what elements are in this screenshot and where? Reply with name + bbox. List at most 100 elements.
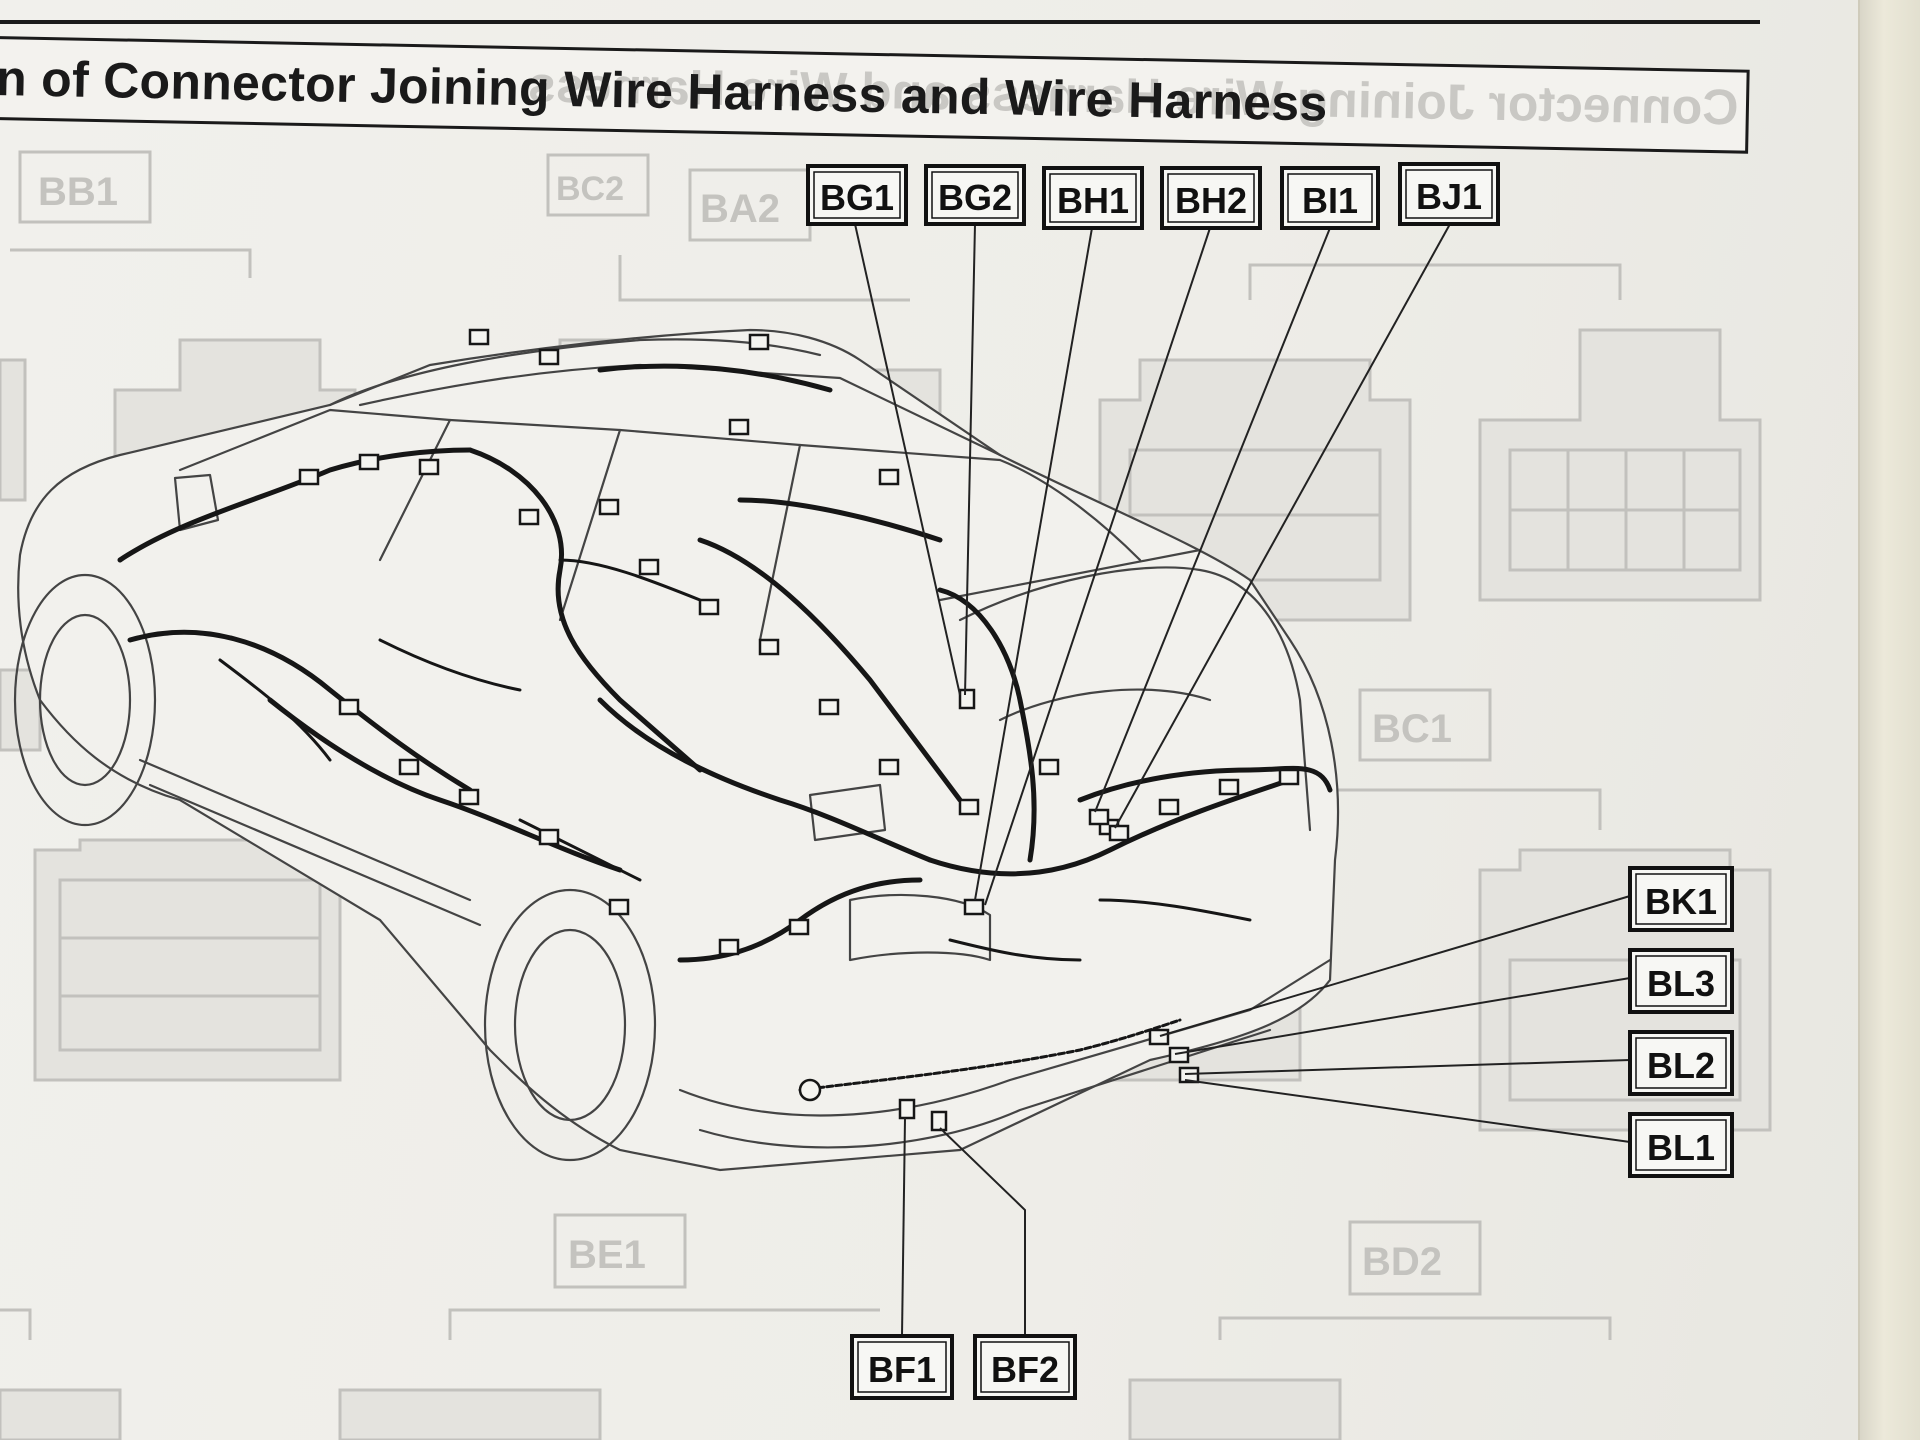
harness-connector (963, 898, 985, 916)
harness-connector (608, 898, 630, 916)
harness-connector (818, 698, 840, 716)
label-text-bk1: BK1 (1645, 881, 1717, 922)
harness-connector (1108, 824, 1130, 842)
harness-connector (418, 458, 440, 476)
ghost-box-bd2 (1348, 1220, 1482, 1296)
ghost-connector (338, 1388, 602, 1440)
rear-wheel-inner (513, 928, 627, 1122)
leader-lines (854, 223, 1631, 1337)
ghost-bracket (1248, 263, 1622, 300)
ghost-bracket (448, 1308, 880, 1340)
ghost-bracket (0, 1308, 32, 1340)
harness-connector (878, 468, 900, 486)
harness-connector (898, 1098, 916, 1120)
harness-connector (598, 498, 620, 516)
ghost-box-be1 (553, 1213, 687, 1289)
leader-bh1 (974, 227, 1093, 901)
label-bj1: BJ1 (1398, 162, 1500, 226)
label-bg2: BG2 (924, 164, 1026, 226)
leader-bg2 (964, 223, 976, 696)
harness-connector (930, 1110, 948, 1132)
harness-connector (338, 698, 360, 716)
rear-bumper-line (678, 958, 1332, 1117)
label-bh2: BH2 (1160, 166, 1262, 230)
rear-wheel (483, 888, 657, 1162)
ghost-grid (1508, 958, 1742, 1102)
harness-connector (1148, 1028, 1170, 1046)
ghost-connector (0, 1388, 122, 1440)
rear-bumper-lower-line (698, 1028, 1272, 1149)
label-text-bl2: BL2 (1647, 1045, 1715, 1086)
harness-connector (698, 598, 720, 616)
label-bh1: BH1 (1042, 166, 1144, 230)
ghost-bracket (1218, 1316, 1612, 1340)
ghost-connector (0, 668, 42, 752)
harness-connector (468, 328, 490, 346)
label-text-bf2: BF2 (991, 1349, 1059, 1390)
harness-connector (788, 918, 810, 936)
rear-hatch-line (958, 566, 1312, 832)
rear-light-housing (808, 783, 887, 842)
harness-connector (728, 418, 750, 436)
front-wheel-inner (38, 613, 132, 787)
harness-roof-rear (737, 497, 943, 543)
harness-connector (538, 828, 560, 846)
label-bi1: BI1 (1280, 166, 1380, 230)
ghost-box-bc2 (546, 153, 650, 217)
harness-connector (958, 688, 976, 710)
label-bl1: BL1 (1628, 1112, 1734, 1178)
harness-underbody (798, 1018, 1182, 1092)
ghost-bracket (618, 255, 910, 302)
leader-bf1 (901, 1117, 906, 1337)
harness-layer (117, 328, 1333, 1132)
leader-bj1 (1114, 223, 1451, 829)
harness-hatch-2 (1077, 765, 1333, 803)
label-bl3: BL3 (1628, 948, 1734, 1014)
sill-line (148, 783, 482, 927)
harness-connector (358, 453, 380, 471)
leader-bk1 (1159, 895, 1631, 1037)
windshield-line (178, 408, 452, 562)
leader-bf2 (939, 1127, 1026, 1336)
ghost-connector (33, 838, 342, 1082)
side-mirror (173, 473, 220, 532)
harness-side (697, 537, 963, 803)
harness-connector (638, 558, 660, 576)
ghost-connector (1478, 328, 1762, 602)
license-plate-area (848, 893, 992, 962)
leader-bl3 (1174, 977, 1631, 1055)
wiring-diagram: BB1 BC2 BA2 BC1 BE1 BD2 (0, 150, 1772, 1440)
harness-rear-floor (597, 697, 933, 863)
harness-floor-2 (267, 697, 623, 873)
label-bk1: BK1 (1628, 866, 1734, 932)
harness-branch (378, 638, 522, 692)
top-rule (0, 0, 1760, 24)
harness-rear (927, 777, 1293, 877)
harness-connector (1178, 1066, 1200, 1084)
book-spine (1858, 0, 1920, 1440)
ghost-label-bc2: BC2 (556, 170, 624, 208)
harness-hatch (937, 587, 1037, 863)
ghost-connector (1128, 1378, 1342, 1440)
hatch-top-line (938, 548, 1202, 602)
manual-page: Connector Joining Wire Harness and Wire … (0, 0, 1860, 1440)
ghost-label-bd2: BD2 (1362, 1240, 1442, 1284)
harness-grommet (798, 1078, 822, 1102)
harness-connector (758, 638, 780, 656)
rear-glass-line (798, 443, 1142, 562)
label-text-bg2: BG2 (938, 177, 1012, 218)
harness-connector (748, 333, 770, 351)
harness-floor (127, 629, 473, 793)
harness-connector (1278, 768, 1300, 786)
front-wheel (13, 573, 157, 827)
label-bl2: BL2 (1628, 1030, 1734, 1096)
leader-bl2 (1184, 1059, 1631, 1075)
ghost-label-be1: BE1 (568, 1233, 646, 1277)
label-bf1: BF1 (850, 1334, 954, 1400)
ghost-label-bc1: BC1 (1372, 707, 1452, 751)
leader-bg1 (854, 223, 961, 696)
harness-connector (518, 508, 540, 526)
harness-connector (1038, 758, 1060, 776)
leader-bl1 (1184, 1079, 1631, 1143)
harness-connector (1088, 808, 1110, 826)
